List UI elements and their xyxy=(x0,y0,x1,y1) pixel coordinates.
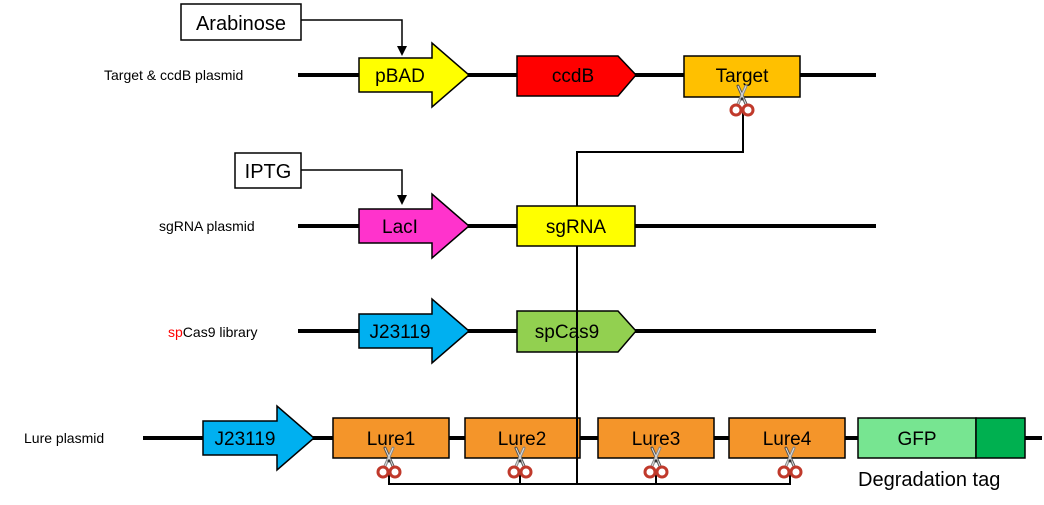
target-label: Target xyxy=(716,66,770,87)
iptg-inducer: IPTG xyxy=(234,152,407,205)
lure2-label: Lure2 xyxy=(498,429,547,450)
degradation-tag-label: Degradation tag xyxy=(858,469,1000,491)
sgrna-label: sgRNA xyxy=(546,217,607,238)
cas9-library-label: spCas9 library xyxy=(168,324,258,340)
j23119-arrow-shape-a xyxy=(358,297,471,365)
lure4-site: Lure4 xyxy=(728,417,846,459)
target-box xyxy=(683,55,801,98)
spcas9-gene: spCas9 xyxy=(516,310,637,353)
gfp-label: GFP xyxy=(897,429,936,450)
pbad-arrow-shape xyxy=(358,41,471,109)
j23119-promoter-lure: J23119 xyxy=(202,404,316,472)
lure3-site: Lure3 xyxy=(597,417,715,459)
lure4-label: Lure4 xyxy=(763,429,812,450)
laci-arrow-shape xyxy=(358,192,471,260)
j23119-arrow-shape-b xyxy=(202,404,316,472)
iptg-label: IPTG xyxy=(245,161,292,183)
lure3-label: Lure3 xyxy=(632,429,681,450)
pbad-promoter: pBAD xyxy=(358,41,471,109)
lure-bracket-line xyxy=(388,472,791,485)
ccdb-gene: ccdB xyxy=(516,55,638,97)
iptg-arrowhead-icon xyxy=(397,195,407,205)
gfp-box xyxy=(857,417,977,459)
j23119-promoter-cas9: J23119 xyxy=(358,297,471,365)
target-ccdb-plasmid-label: Target & ccdB plasmid xyxy=(104,67,243,83)
cas9-library-prefix: sp xyxy=(168,324,183,340)
target-site: Target xyxy=(683,55,801,98)
sgrna-plasmid-label: sgRNA plasmid xyxy=(159,218,255,234)
arabinose-box xyxy=(180,3,302,41)
j23119-label-b: J23119 xyxy=(215,429,276,450)
gfp-reporter: GFP xyxy=(857,417,1026,459)
arabinose-arrowhead-icon xyxy=(397,46,407,56)
sgrna-gene: sgRNA xyxy=(516,205,636,247)
lure1-label: Lure1 xyxy=(367,429,416,450)
lure1-site: Lure1 xyxy=(332,417,450,459)
arabinose-inducer: Arabinose xyxy=(180,3,407,56)
lure2-site: Lure2 xyxy=(464,417,581,459)
laci-promoter: LacI xyxy=(358,192,471,260)
ccdb-label: ccdB xyxy=(552,66,594,87)
pbad-label: pBAD xyxy=(375,66,425,87)
iptg-arrow-line xyxy=(301,169,403,199)
lure-plasmid-label: Lure plasmid xyxy=(24,430,104,446)
sgrna-box xyxy=(516,205,636,247)
iptg-box xyxy=(234,152,302,189)
laci-label: LacI xyxy=(382,217,418,238)
ccdb-shape xyxy=(516,55,638,97)
cas9-library-suffix: Cas9 library xyxy=(183,324,258,340)
arabinose-arrow-line xyxy=(301,19,403,50)
spcas9-label: spCas9 xyxy=(535,322,599,343)
j23119-label-a: J23119 xyxy=(370,322,431,343)
arabinose-label: Arabinose xyxy=(196,13,286,35)
degradation-tag-box xyxy=(975,417,1026,459)
